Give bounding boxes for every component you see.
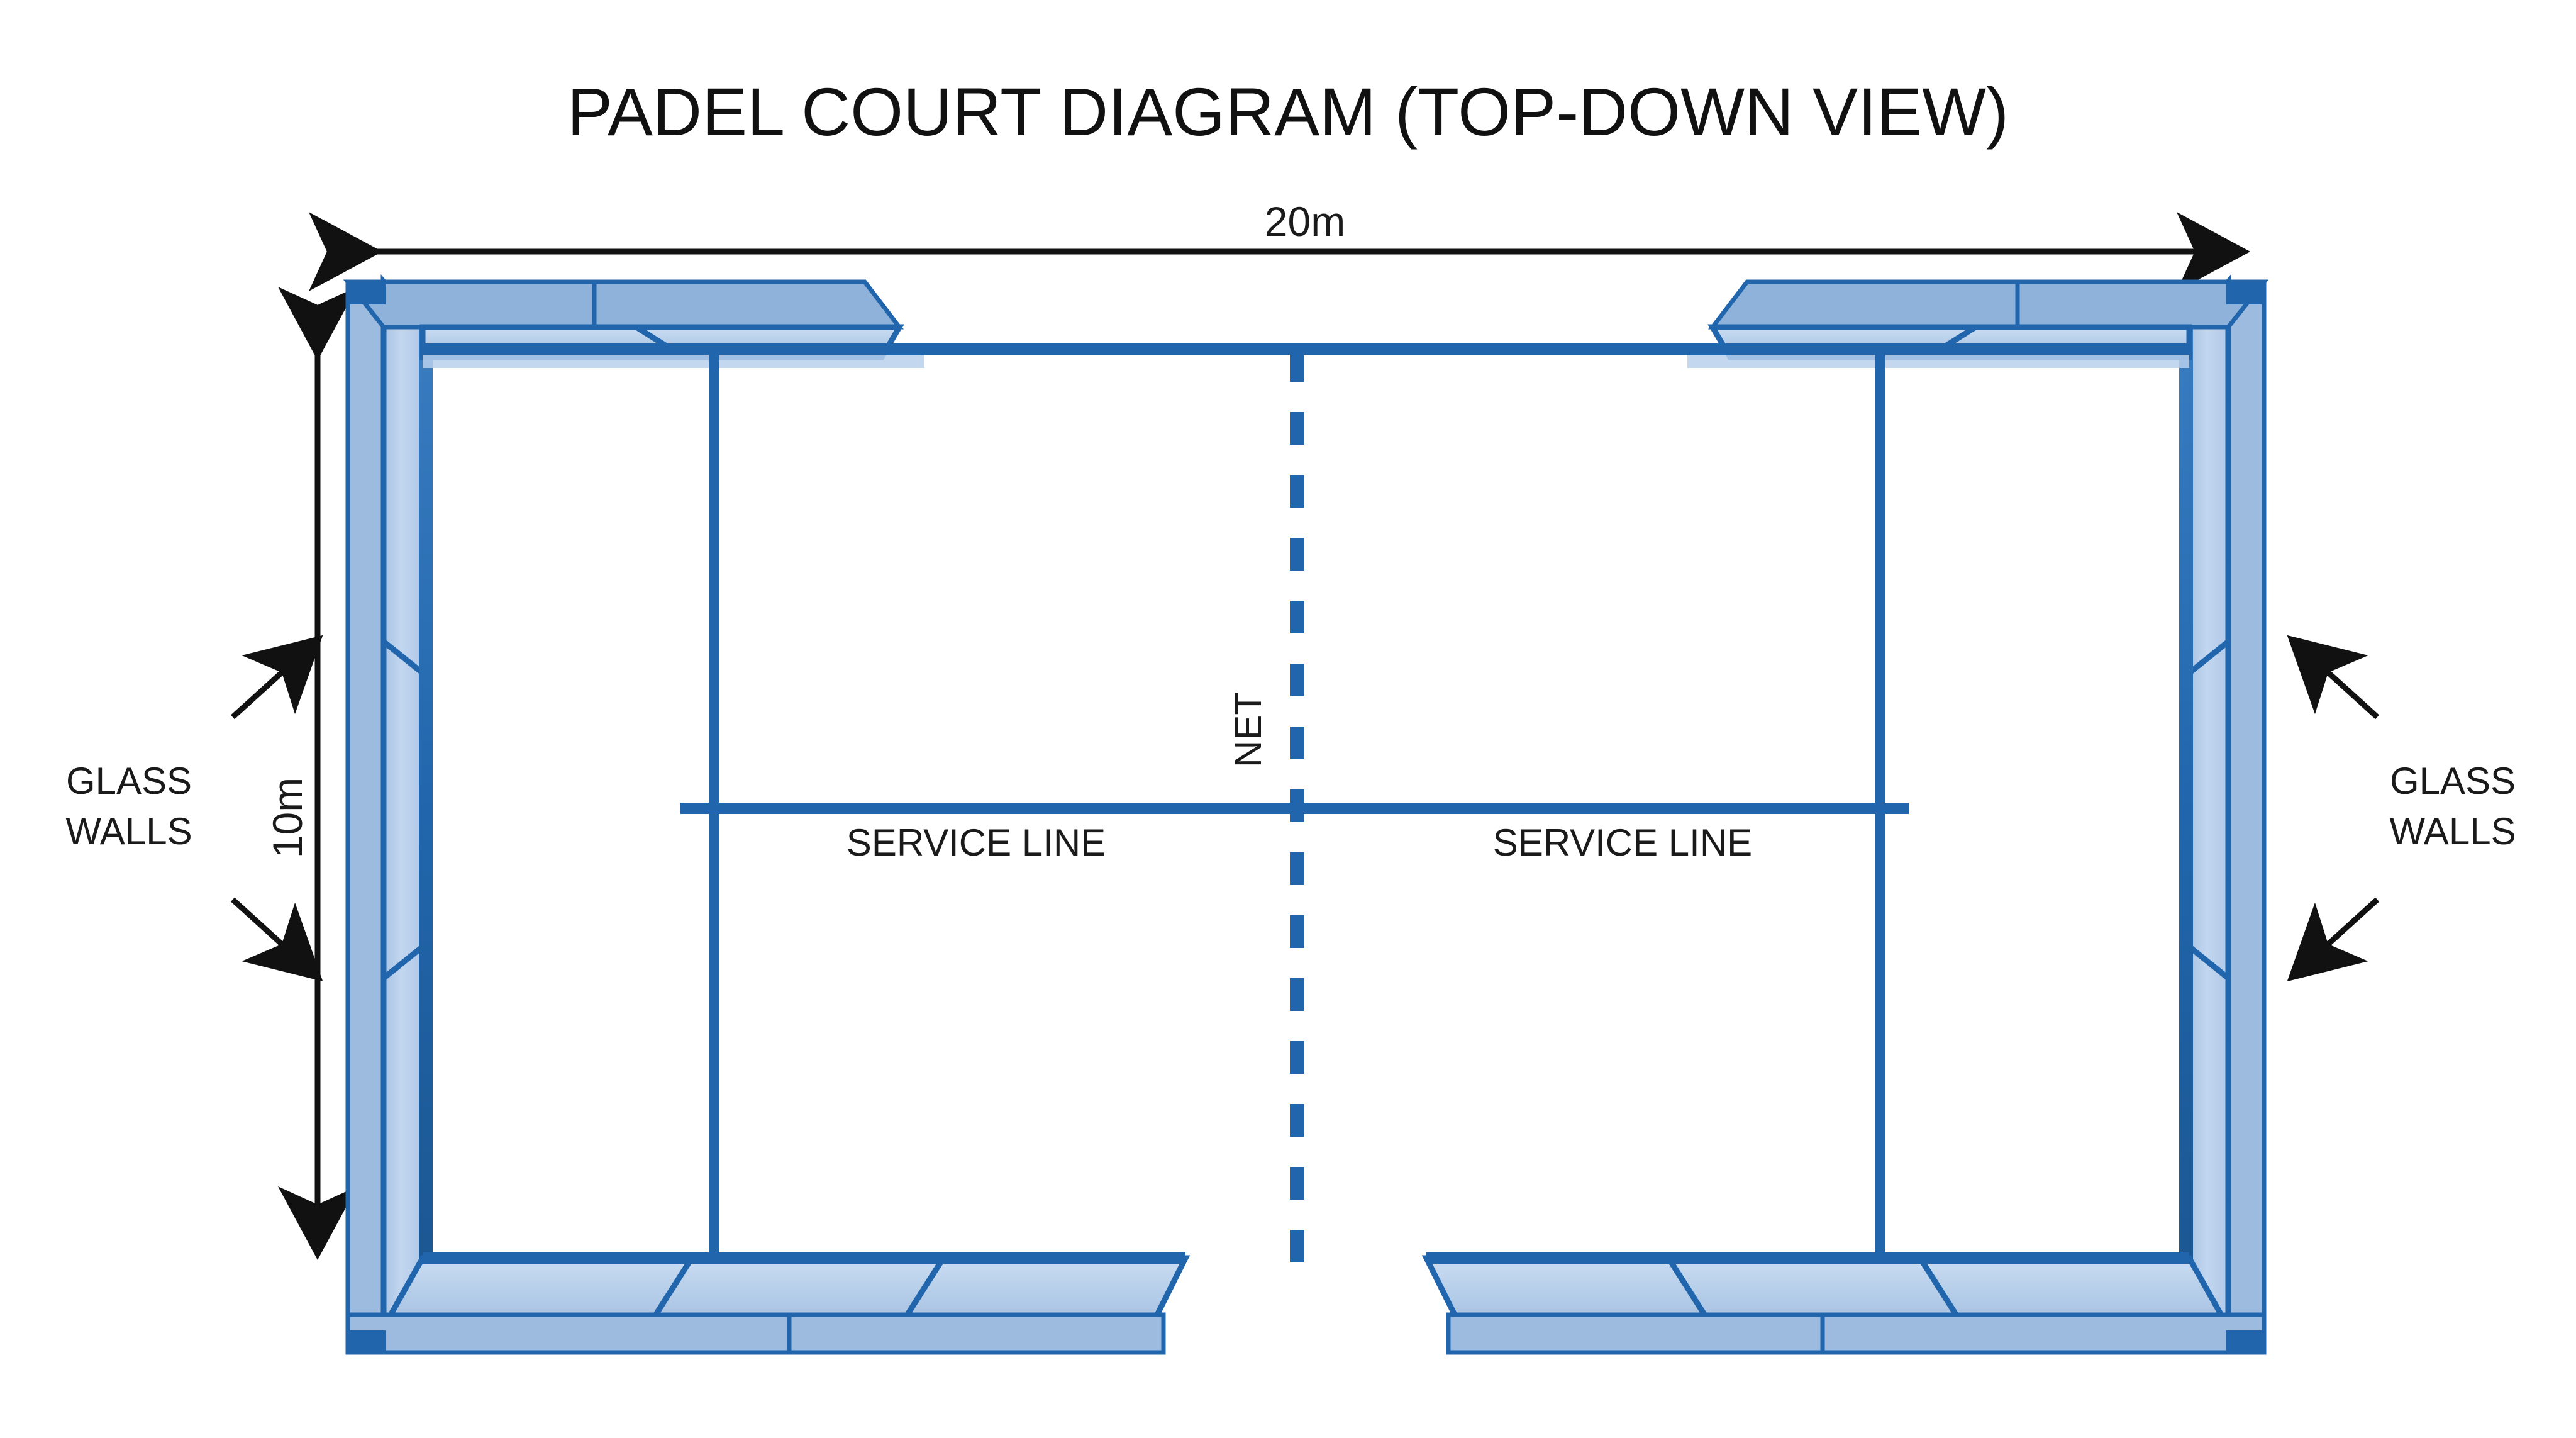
glass-wall-top-left bbox=[343, 279, 924, 368]
dimension-height-label: 10m bbox=[264, 778, 311, 858]
court-lines bbox=[423, 343, 2189, 1264]
service-line-label-right: SERVICE LINE bbox=[1493, 822, 1752, 864]
corner-post-top-left bbox=[348, 282, 386, 304]
glass-walls-right-pointer-up bbox=[2287, 635, 2380, 720]
glass-walls-right-pointer-down bbox=[2287, 897, 2380, 982]
glass-walls-structure bbox=[343, 274, 2269, 1355]
glass-wall-left-post bbox=[419, 327, 433, 1296]
glass-walls-left-pointer-down bbox=[230, 897, 323, 982]
glass-walls-left-label-line1: GLASS bbox=[66, 760, 192, 802]
glass-walls-right-label-line1: GLASS bbox=[2390, 760, 2516, 802]
glass-walls-callout-right: GLASS WALLS bbox=[2287, 635, 2516, 982]
glass-walls-left-pointer-up bbox=[230, 635, 323, 720]
glass-wall-left bbox=[345, 274, 433, 1344]
glass-wall-top-right bbox=[1687, 279, 2269, 368]
glass-wall-top-right-rail-2 bbox=[1707, 279, 2020, 330]
glass-wall-right-post bbox=[2179, 327, 2193, 1296]
glass-wall-bottom-right-rail bbox=[1820, 1312, 2267, 1355]
glass-wall-left-outer-edge bbox=[345, 279, 386, 1339]
glass-wall-bottom-right-rail-2 bbox=[1446, 1312, 1825, 1355]
corner-post-bottom-right bbox=[2226, 1330, 2264, 1353]
glass-walls-left-label-line2: WALLS bbox=[65, 810, 192, 852]
service-line-label-left: SERVICE LINE bbox=[847, 822, 1106, 864]
glass-wall-bottom-left bbox=[345, 1255, 1191, 1355]
corner-post-top-right bbox=[2226, 282, 2264, 304]
glass-panel-right-2 bbox=[2186, 635, 2231, 984]
glass-wall-right bbox=[2179, 274, 2267, 1344]
glass-wall-top-left-rail-2 bbox=[592, 279, 904, 330]
net-label: NET bbox=[1227, 692, 1269, 767]
glass-walls-right-label-line2: WALLS bbox=[2389, 810, 2516, 852]
glass-panel-right-1 bbox=[2186, 274, 2231, 679]
dimension-height: 10m bbox=[264, 287, 357, 1260]
glass-wall-right-outer-edge bbox=[2226, 279, 2267, 1339]
page-title: PADEL COURT DIAGRAM (TOP-DOWN VIEW) bbox=[567, 74, 2009, 150]
dimension-width-label: 20m bbox=[1265, 198, 1345, 245]
glass-walls-callout-left: GLASS WALLS bbox=[65, 635, 323, 982]
glass-wall-bottom-left-rail-2 bbox=[787, 1312, 1166, 1355]
glass-panel-left-2 bbox=[380, 635, 426, 984]
corner-post-bottom-left bbox=[348, 1330, 386, 1353]
glass-wall-bottom-left-rail bbox=[345, 1312, 792, 1355]
dimension-width: 20m bbox=[309, 198, 2250, 291]
glass-panel-left-1 bbox=[380, 274, 426, 679]
glass-wall-bottom-right bbox=[1421, 1255, 2267, 1355]
